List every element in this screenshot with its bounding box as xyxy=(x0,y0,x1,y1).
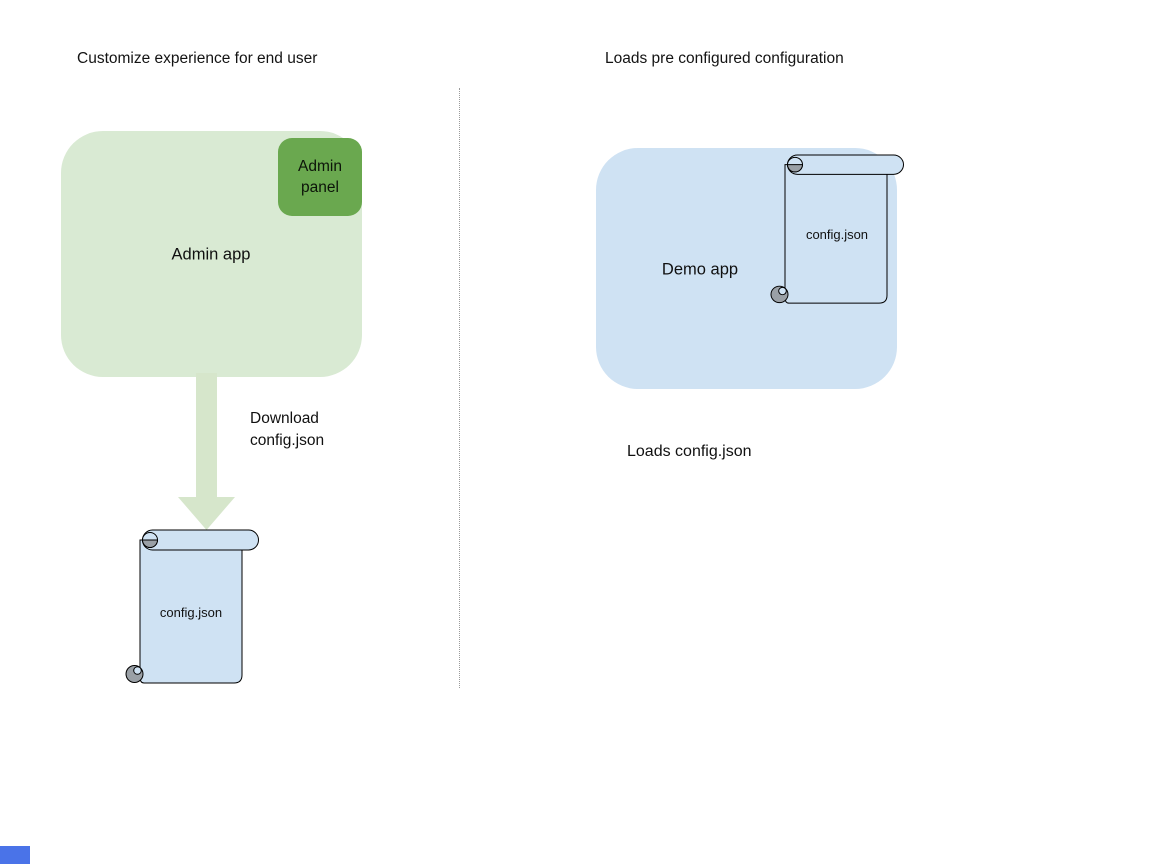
section-divider-dotted-line xyxy=(459,88,460,688)
demo-app-label: Demo app xyxy=(661,260,739,279)
admin-app-label: Admin app xyxy=(171,245,251,264)
config-json-scroll-left: config.json xyxy=(125,529,259,684)
scroll-top-roll xyxy=(142,529,259,551)
scroll-top-spiral-shade xyxy=(141,539,159,548)
admin-panel-box: Admin panel xyxy=(278,138,362,216)
config-json-file-label: config.json xyxy=(806,227,868,242)
left-section-title: Customize experience for end user xyxy=(77,50,318,67)
scroll-bottom-curl-notch xyxy=(778,286,787,296)
loads-config-caption: Loads config.json xyxy=(627,443,752,460)
scroll-top-roll xyxy=(787,154,904,175)
download-arrow-icon xyxy=(178,373,235,530)
admin-app-box: Admin app Admin panel xyxy=(61,131,362,377)
admin-panel-label: Admin panel xyxy=(298,157,342,197)
scroll-bottom-curl-notch xyxy=(133,666,142,675)
download-arrow-shape xyxy=(178,373,235,530)
config-json-scroll-right: config.json xyxy=(770,154,904,304)
corner-blue-bar xyxy=(0,846,30,864)
config-json-file-label: config.json xyxy=(160,605,222,620)
download-config-caption: Download config.json xyxy=(250,410,325,449)
right-section-title: Loads pre configured configuration xyxy=(605,50,844,67)
scroll-top-spiral-shade xyxy=(786,164,804,173)
